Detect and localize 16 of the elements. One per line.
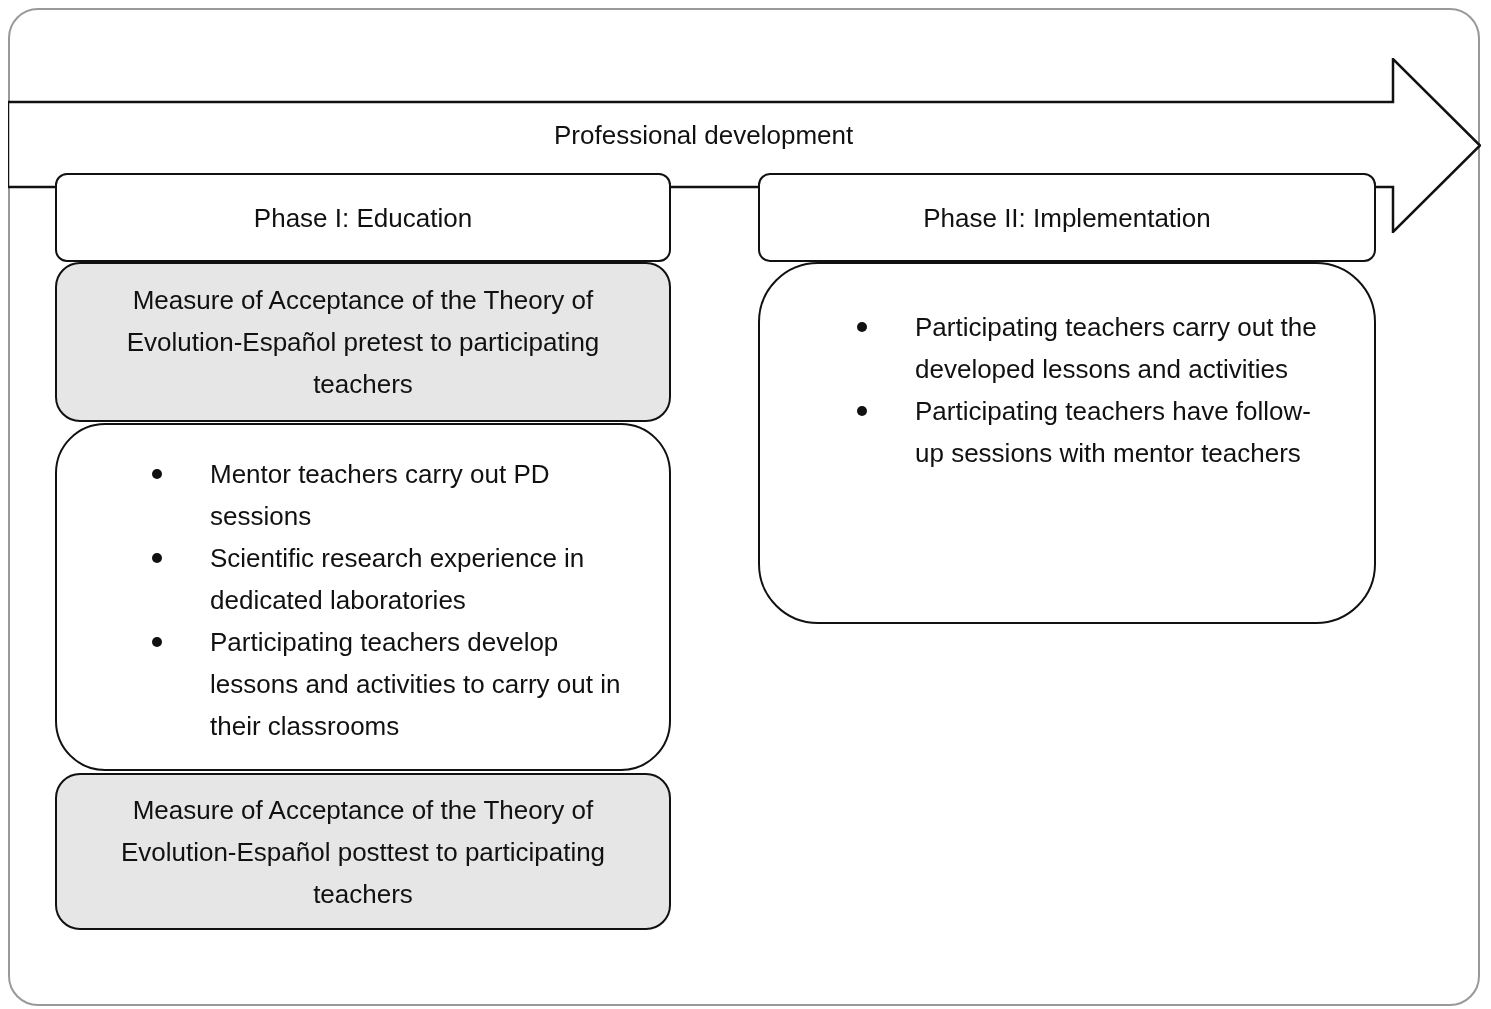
phase-header-box bbox=[758, 173, 1376, 262]
process-box bbox=[758, 262, 1376, 624]
bullet-text: Participating teachers have follow-up sessions with mentor teachers bbox=[915, 395, 1312, 470]
band-label: Professional development bbox=[554, 120, 854, 150]
box-text: Phase II: Implementation bbox=[923, 201, 1211, 235]
bullet-text: Scientific research experience in dedicated laboratories bbox=[210, 542, 586, 617]
box-text: Phase I: Education bbox=[253, 201, 473, 235]
phase-header-box bbox=[55, 173, 671, 262]
process-box bbox=[55, 773, 671, 930]
bullet-text: Mentor teachers carry out PD sessions bbox=[210, 458, 551, 533]
process-box bbox=[55, 423, 671, 771]
box-text: Measure of Acceptance of the Theory of Evolution-Español pretest to participating teachers bbox=[125, 284, 601, 401]
box-text: Measure of Acceptance of the Theory of Evolution-Español posttest to participating teachers bbox=[119, 793, 607, 911]
process-box bbox=[55, 262, 671, 422]
bullet-text: Participating teachers develop lessons and activities to carry out in their classrooms bbox=[210, 626, 622, 743]
bullet-text: Participating teachers carry out the developed lessons and activities bbox=[915, 311, 1318, 386]
